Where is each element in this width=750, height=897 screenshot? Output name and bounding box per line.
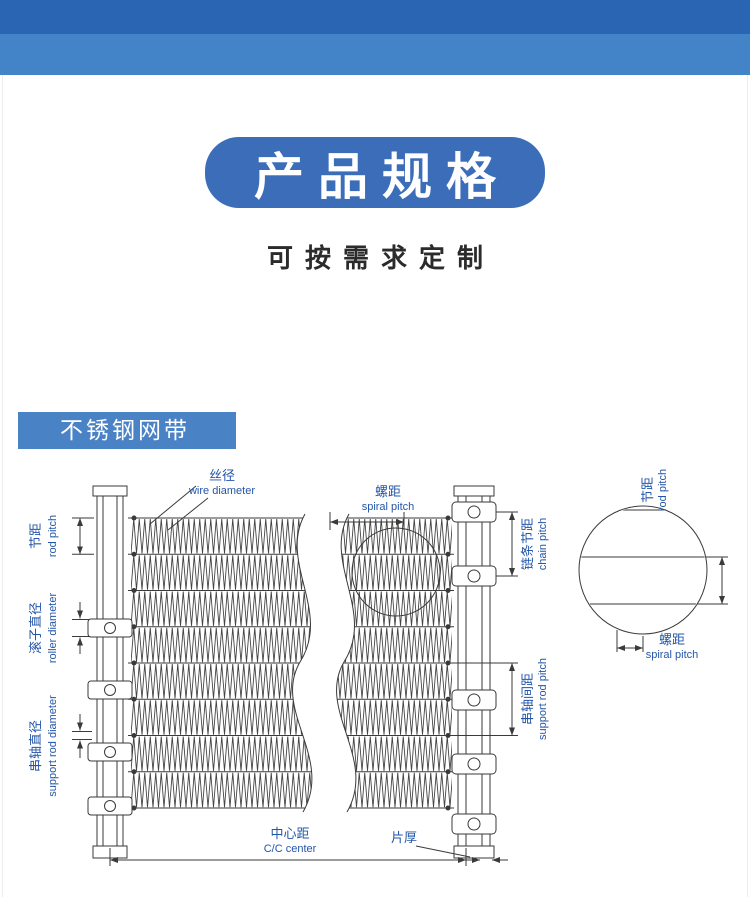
support-rod-pitch-dimension: 串轴间距 support rod pitch	[452, 658, 549, 740]
center-distance-label-en: C/C center	[264, 843, 317, 855]
spiral-pitch-label-cn: 螺距	[375, 484, 401, 499]
spiral-pitch-label-en: spiral pitch	[362, 501, 415, 513]
top-banner-light	[0, 34, 750, 75]
support-rods	[128, 517, 454, 809]
mesh-area	[128, 513, 454, 813]
roller-diameter-label-en: roller diameter	[47, 593, 59, 664]
support-rod-pitch-label-en: support rod pitch	[537, 658, 549, 740]
detail-spiral-pitch-label-cn: 螺距	[659, 632, 685, 647]
chain-pitch-label-cn: 链条节距	[520, 518, 535, 570]
right-chain	[451, 485, 497, 859]
support-rod-diameter-dimension: 串轴直径 support rod diameter	[28, 695, 92, 797]
sheet-thickness-dimension: 片厚	[391, 830, 508, 863]
page-title: 产品规格	[254, 148, 510, 205]
left-chain-roller	[87, 618, 133, 638]
top-banner-dark	[0, 0, 750, 34]
left-chain-roller	[87, 680, 133, 700]
detail-circle: 节距 rod pitch 螺距 spiral pitch	[578, 469, 728, 661]
center-distance-dimension: 中心距 C/C center	[109, 826, 467, 866]
wire-diameter-label-en: wire diameter	[188, 485, 255, 497]
roller-diameter-dimension: 滚子直径 roller diameter	[28, 593, 90, 664]
right-chain-roller	[451, 565, 497, 587]
rod-end-dots	[131, 515, 451, 811]
roller-diameter-label-cn: 滚子直径	[28, 602, 43, 654]
right-chain-roller	[451, 501, 497, 523]
product-spec-title-pill: 产品规格	[205, 137, 545, 208]
support-rod-diameter-label-en: support rod diameter	[47, 695, 59, 797]
wire-diameter-callout: 丝径 wire diameter	[149, 468, 255, 531]
detail-rod-pitch-label-en: rod pitch	[657, 469, 669, 511]
spiral-pitch-dimension: 螺距 spiral pitch	[329, 484, 415, 530]
detail-rod-pitch-label-cn: 节距	[640, 477, 655, 503]
right-chain-roller	[451, 689, 497, 711]
chain-pitch-dimension: 链条节距 chain pitch	[496, 511, 549, 577]
rod-pitch-label-cn: 节距	[28, 523, 43, 549]
rod-pitch-dimension: 节距 rod pitch	[28, 515, 94, 557]
center-distance-label-cn: 中心距	[270, 826, 309, 841]
detail-spiral-pitch-label-en: spiral pitch	[646, 649, 699, 661]
right-chain-roller	[451, 753, 497, 775]
page-subtitle: 可按需求定制	[266, 243, 495, 273]
wire-diameter-label-cn: 丝径	[209, 468, 235, 483]
chain-pitch-label-en: chain pitch	[537, 518, 549, 571]
left-chain	[87, 485, 133, 859]
right-chain-roller	[451, 813, 497, 835]
rod-pitch-label-en: rod pitch	[47, 515, 59, 557]
sheet-thickness-label-cn: 片厚	[391, 830, 417, 845]
support-rod-diameter-label-cn: 串轴直径	[28, 720, 43, 772]
belt-break-curve	[292, 513, 357, 813]
section-label: 不锈钢网带	[18, 412, 236, 449]
mesh-belt-diagram: 丝径 wire diameter 螺距 spiral pitch 节距 rod …	[28, 468, 728, 866]
left-chain-roller	[87, 742, 133, 762]
detail-source-circle	[351, 527, 441, 617]
left-chain-roller	[87, 796, 133, 816]
support-rod-pitch-label-cn: 串轴间距	[520, 673, 535, 725]
section-label-text: 不锈钢网带	[60, 417, 190, 443]
